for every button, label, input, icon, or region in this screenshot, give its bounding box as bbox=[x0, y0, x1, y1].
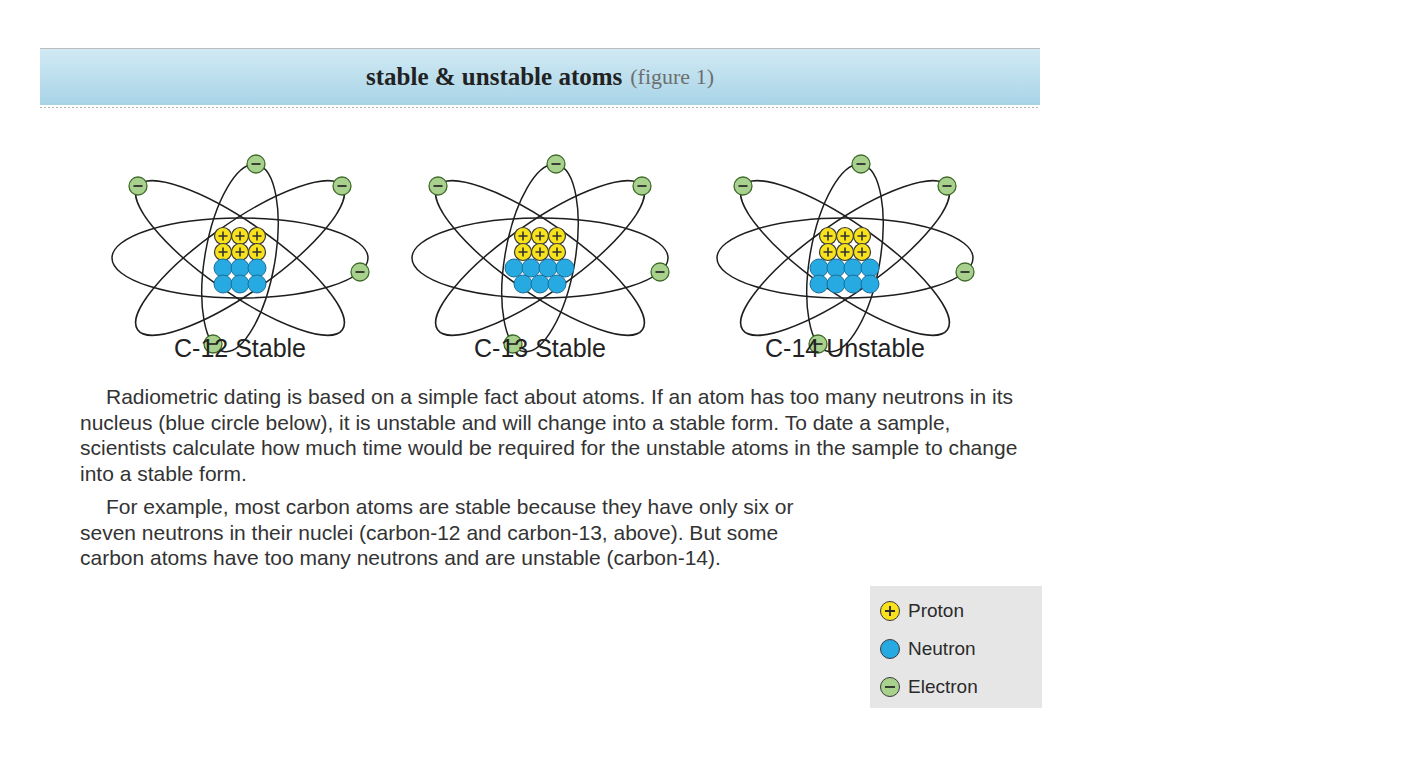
atom-label: C-13 Stable bbox=[474, 334, 606, 363]
charge-sign bbox=[881, 602, 899, 620]
carbon-14-atom bbox=[717, 155, 974, 358]
legend-label: Electron bbox=[908, 676, 978, 698]
charge-sign bbox=[881, 678, 899, 696]
header-band bbox=[40, 48, 1040, 105]
body-paragraph: For example, most carbon atoms are stabl… bbox=[80, 494, 828, 571]
legend-swatch bbox=[880, 677, 900, 697]
legend-swatch bbox=[880, 639, 900, 659]
top-rule bbox=[40, 48, 1040, 49]
legend-box: ProtonNeutronElectron bbox=[870, 586, 1042, 708]
legend-row: Electron bbox=[880, 672, 978, 702]
figure-title: stable & unstable atoms bbox=[366, 63, 622, 91]
legend-label: Proton bbox=[908, 600, 964, 622]
body-paragraph: Radiometric dating is based on a simple … bbox=[80, 384, 1025, 486]
carbon-12-atom bbox=[112, 155, 369, 358]
atom-label: C-14 Unstable bbox=[765, 334, 925, 363]
atom-label: C-12 Stable bbox=[174, 334, 306, 363]
legend-label: Neutron bbox=[908, 638, 976, 660]
carbon-13-atom bbox=[412, 155, 669, 358]
charge-stroke bbox=[885, 686, 895, 688]
figure-reference: (figure 1) bbox=[630, 64, 714, 90]
legend-swatch bbox=[880, 601, 900, 621]
charge-stroke bbox=[885, 606, 895, 616]
legend-row: Neutron bbox=[880, 634, 976, 664]
header-bar: stable & unstable atoms (figure 1) bbox=[40, 48, 1040, 105]
dotted-rule bbox=[40, 107, 1040, 108]
legend-row: Proton bbox=[880, 596, 964, 626]
